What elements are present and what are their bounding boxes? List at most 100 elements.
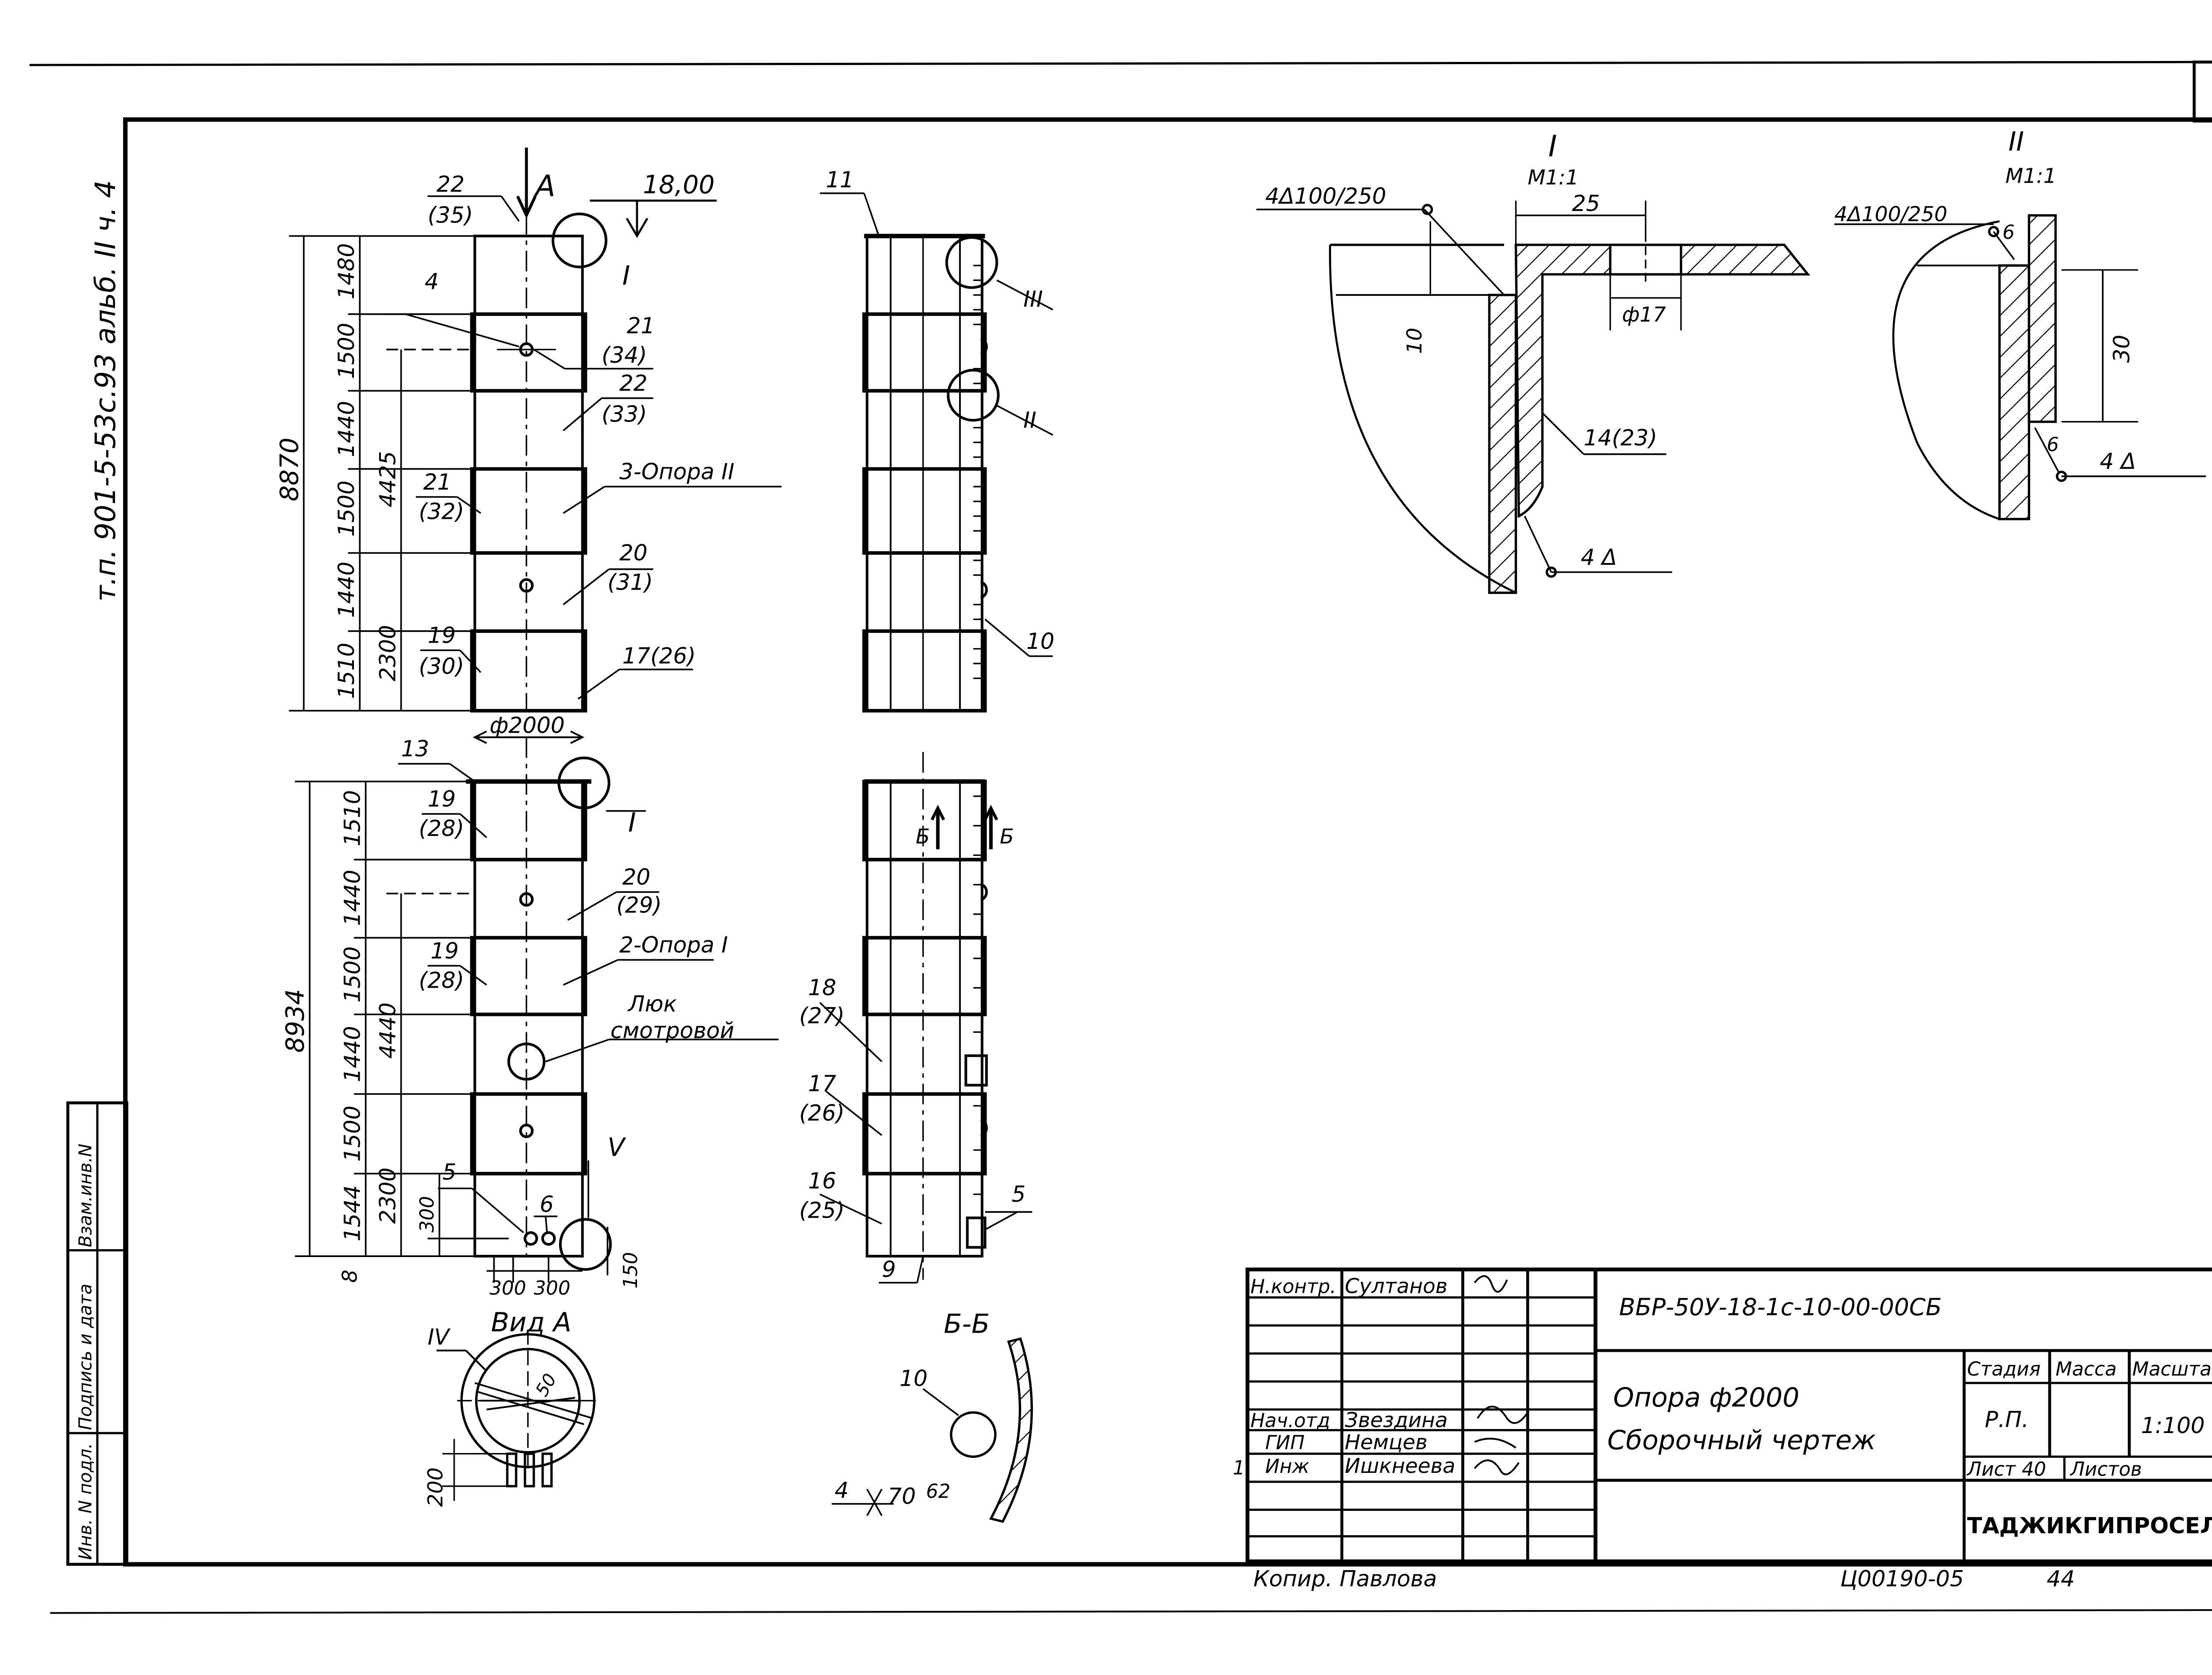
sheet-no: Лист 40 [1966,1459,2046,1481]
detail-II-scale: М1:1 [2005,165,2056,188]
page-number: 44 [2047,1566,2075,1592]
foot-dim: 150 [620,1252,642,1289]
foot-dim: 300 [534,1277,571,1299]
upper-span-dim: 1440 [334,562,359,618]
archive-number: Ц00190-05 [1840,1566,1964,1592]
foot-dim: 8 [338,1269,362,1283]
detail-V-ref: V [607,1133,626,1162]
role-engineer: Инж [1265,1456,1310,1478]
name-chief-engineer: Немцев [1345,1431,1428,1455]
side-view-texts: 11 III II 10 Б Б 18 (27) 17 (26) 16 (25)… [799,167,1055,1282]
detail-II-title: II [2008,126,2024,157]
drawing-name: Сборочный чертеж [1607,1425,1876,1456]
section-b-mark: Б [916,825,930,849]
main-view-leaders [384,195,782,1234]
view-a-arrow-label: А [534,169,556,203]
name-norm-control: Султанов [1345,1274,1448,1298]
detail-II-weld-note: 4Δ100/250 [1834,203,1947,226]
detail-II-weld-6b: 6 [2047,434,2059,456]
part-19-callout: (28) [419,967,465,993]
copied-by: Копир. Павлова [1253,1566,1437,1592]
margin-stamps: Взам.инв.N Подпись и дата Инв. N подл. [76,1144,96,1560]
part-16-callout: 16 [808,1168,837,1194]
part-22-callout: (33) [602,402,647,427]
view-a-texts: Вид А IV 200 50 [424,1307,572,1507]
detail-I-ref: I [628,807,636,838]
detail-I-weld-bottom: 4 Δ [1581,544,1617,570]
scale-value: 1:100 [2141,1413,2205,1438]
upper-overall-dim: 8870 [275,437,304,501]
view-a [436,1330,599,1501]
title-block-texts: Н.контр. Султанов Нач.отд Звездина ГИП Н… [1233,1274,2212,1538]
detail-I-weld-note: 4Δ100/250 [1265,183,1386,209]
drawing-name: Опора ф2000 [1613,1382,1799,1413]
view-a-dim-200: 200 [424,1468,448,1507]
lower-span-dim: 1544 [339,1185,365,1242]
name-engineer: Ишкнеева [1345,1454,1455,1478]
lower-overall-dim: 8934 [281,989,310,1053]
part-3-support-callout: 3-Опора II [619,459,734,485]
detail-I-hole: ф17 [1622,303,1666,327]
section-bb-texts: Б-Б 10 4 70 62 [835,1308,990,1509]
detail-II [1834,214,2206,521]
upper-inner-dim: 2300 [375,625,400,681]
name-dept-head: Звездина [1345,1409,1448,1433]
part-13-callout: 13 [401,736,430,762]
part-19-callout: 19 [428,623,456,648]
upper-span-dim: 1500 [334,480,359,537]
part-22-callout: (35) [428,203,473,228]
part-5-callout: 5 [1012,1181,1026,1207]
part-19-callout: 19 [428,786,456,812]
detail-I-dim-10: 10 [1403,328,1427,354]
section-bb [831,1337,1033,1523]
lower-inner-dim: 2300 [375,1168,400,1224]
part-22-callout: 22 [619,371,648,396]
part-21-callout: 21 [627,313,655,339]
main-view [466,147,717,1271]
view-a-detail-ref: IV [428,1324,451,1350]
upper-span-dim: 1510 [334,643,359,699]
lower-span-dim: 1440 [339,1026,365,1082]
revision-mark: 1 [1233,1457,1245,1479]
part-5-callout: 5 [442,1159,457,1185]
detail-II-dim-30: 30 [2109,335,2135,363]
side-view-leaders [819,192,1053,1284]
part-21-callout: (32) [419,499,465,525]
detail-I-texts: I М1:1 4Δ100/250 25 10 ф17 14(23) 4 Δ [1265,129,1666,570]
part-16-callout: (25) [799,1197,845,1223]
col-stage-header: Стадия [1967,1358,2040,1380]
drawing-code: ВБР-50У-18-1с-10-00-00СБ [1619,1293,1942,1321]
side-view [862,234,1000,1280]
part-11-callout: 11 [826,167,854,193]
detail-III-ref: III [1023,287,1043,312]
footer: Копир. Павлова Ц00190-05 44 [1253,1566,2075,1592]
section-bb-weld-len: 70 [888,1483,916,1509]
main-view-texts: 18,00 А ф2000 8870 8934 1480 1500 1440 1… [275,169,734,1299]
part-2-support-callout: 2-Опора I [619,932,728,958]
margin-label-signature: Подпись и дата [76,1284,96,1430]
part-20-callout: (31) [607,570,653,595]
margin-label-original: Инв. N подл. [76,1443,96,1560]
signature [1474,1275,1528,1476]
detail-I-dim-25: 25 [1572,191,1600,216]
detail-I [1256,200,1810,594]
part-20-callout: 20 [622,864,651,890]
upper-span-dim: 1500 [334,323,359,379]
section-bb-weld-step: 62 [926,1481,950,1503]
detail-I-part-14: 14(23) [1584,425,1657,451]
part-19-callout: 19 [430,938,459,964]
lower-span-dim: 1500 [339,1106,365,1162]
lower-inner-dim: 4440 [375,1002,400,1058]
role-chief-engineer: ГИП [1265,1432,1305,1454]
part-9-callout: 9 [882,1257,896,1282]
part-17-callout: 17(26) [622,643,696,669]
part-21-callout: (34) [602,342,647,368]
sheet-side-note: т.п. 901-5-53с.93 альб. II ч. 4 [89,180,122,602]
detail-II-ref: II [1023,407,1036,433]
part-20-callout: (29) [616,892,662,918]
upper-span-dim: 1440 [334,401,359,457]
view-a-title: Вид А [491,1307,572,1338]
section-bb-title: Б-Б [944,1308,990,1339]
part-4-callout: 4 [425,269,439,295]
